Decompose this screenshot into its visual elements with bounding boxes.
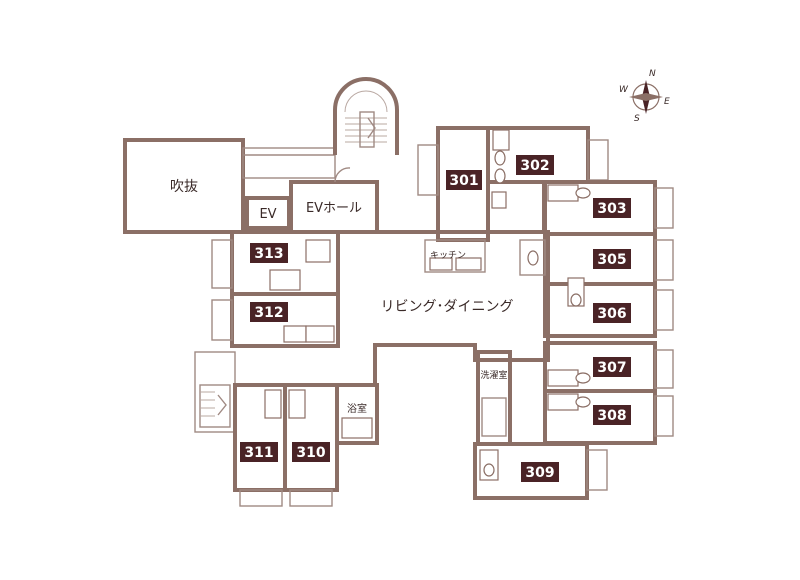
svg-text:308: 308 xyxy=(597,408,626,424)
ev-label: EV xyxy=(259,207,276,222)
room-badge-306[interactable]: 306 xyxy=(593,303,631,323)
svg-text:311: 311 xyxy=(244,445,273,461)
compass-s: S xyxy=(634,114,640,124)
ev-hall-label: EVホール xyxy=(306,201,362,216)
room-badge-309[interactable]: 309 xyxy=(521,462,559,482)
room-block-308 xyxy=(543,389,674,445)
room-badge-308[interactable]: 308 xyxy=(593,405,631,425)
room-badge-311[interactable]: 311 xyxy=(240,442,278,462)
room-badge-301[interactable]: 301 xyxy=(446,170,482,190)
svg-text:305: 305 xyxy=(597,252,626,268)
room-badge-310[interactable]: 310 xyxy=(292,442,330,462)
svg-text:306: 306 xyxy=(597,306,626,322)
atrium: 吹抜 xyxy=(123,138,336,234)
svg-text:302: 302 xyxy=(520,158,549,174)
bath-label: 浴室 xyxy=(347,402,367,415)
compass-w: W xyxy=(619,85,629,95)
compass-icon: N E S W xyxy=(619,69,670,124)
room-badge-312[interactable]: 312 xyxy=(250,302,288,322)
room-badge-313[interactable]: 313 xyxy=(250,243,288,263)
svg-text:301: 301 xyxy=(449,173,478,189)
svg-text:303: 303 xyxy=(597,201,626,217)
room-block-306 xyxy=(543,277,674,338)
compass-e: E xyxy=(664,97,670,107)
stair-tower-north xyxy=(333,77,399,155)
room-badge-303[interactable]: 303 xyxy=(593,198,631,218)
svg-text:310: 310 xyxy=(296,445,325,461)
stair-southwest xyxy=(194,351,236,433)
room-block-310-311: 浴室 xyxy=(233,383,379,507)
kitchen: キッチン xyxy=(424,239,486,273)
atrium-label: 吹抜 xyxy=(170,179,198,195)
laundry-label: 洗濯室 xyxy=(480,369,507,381)
room-block-312-313 xyxy=(211,230,340,348)
svg-text:307: 307 xyxy=(597,360,626,376)
svg-text:313: 313 xyxy=(254,246,283,262)
living-dining-label: リビング･ダイニング xyxy=(381,299,514,315)
room-block-309: 洗濯室 xyxy=(473,350,608,500)
room-badge-305[interactable]: 305 xyxy=(593,249,631,269)
svg-text:309: 309 xyxy=(525,465,554,481)
svg-text:312: 312 xyxy=(254,305,283,321)
room-badge-302[interactable]: 302 xyxy=(516,155,554,175)
kitchen-label: キッチン xyxy=(430,250,466,261)
compass-n: N xyxy=(649,69,656,79)
room-badge-307[interactable]: 307 xyxy=(593,357,631,377)
